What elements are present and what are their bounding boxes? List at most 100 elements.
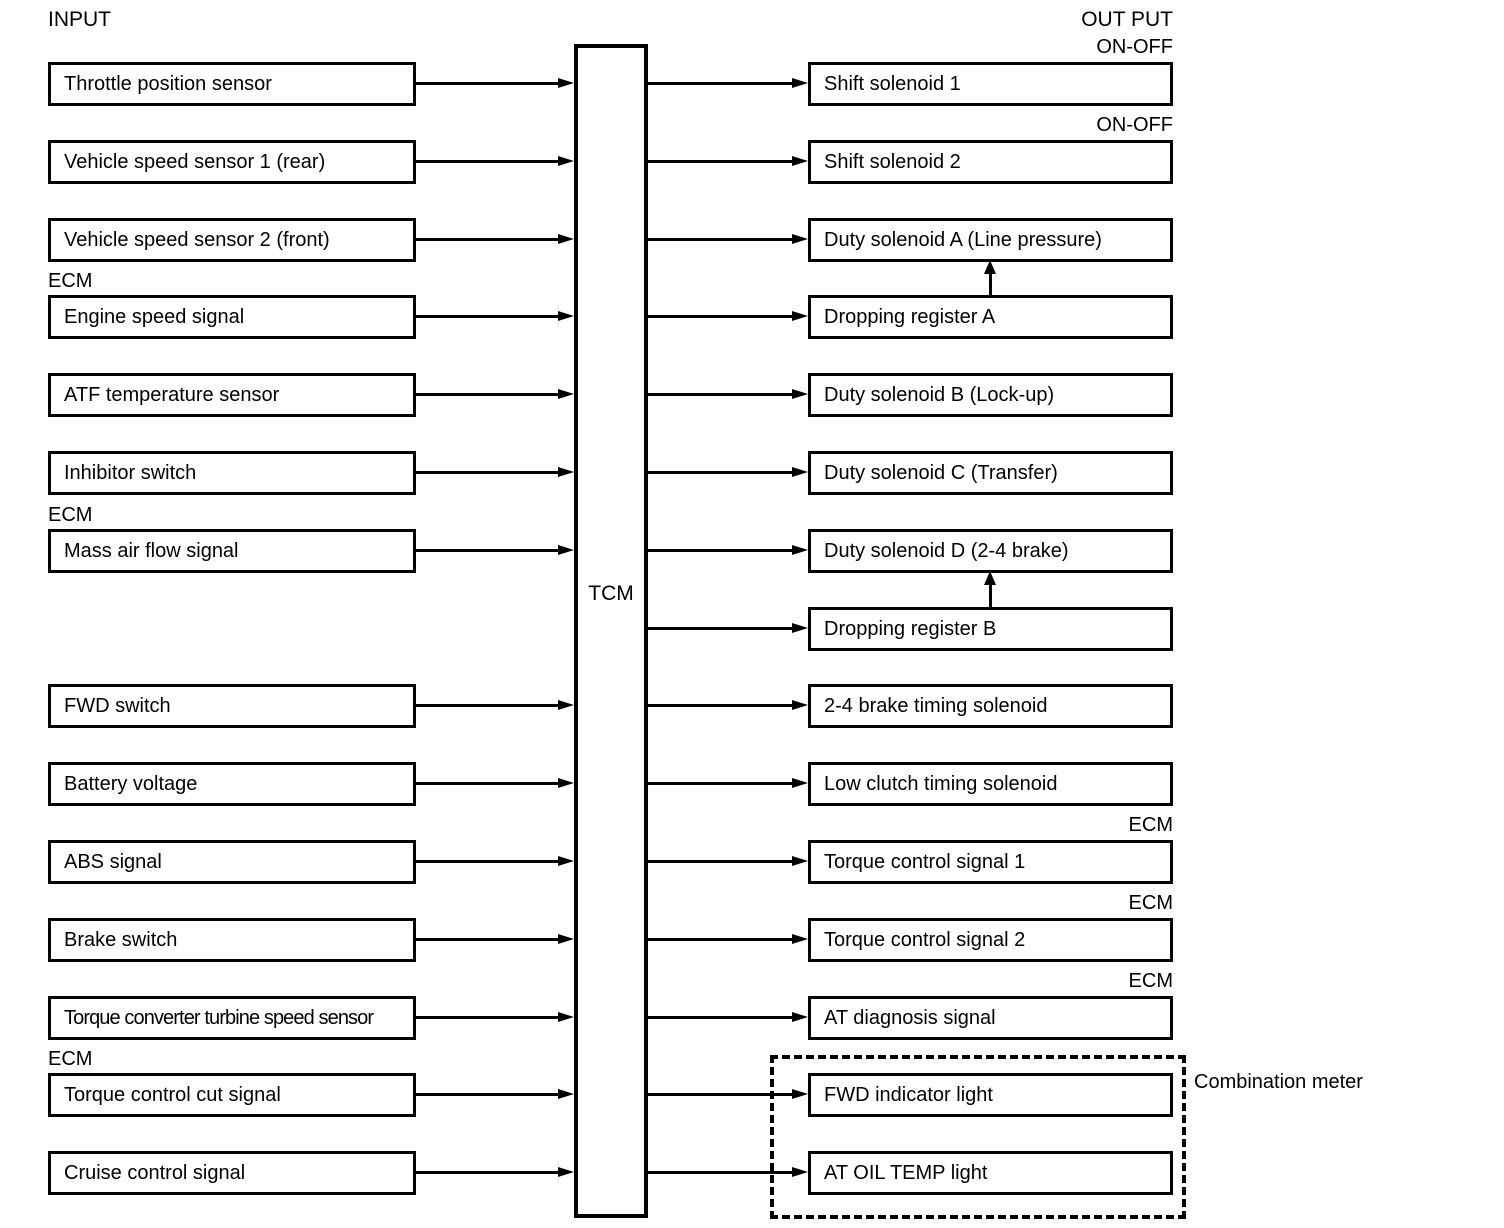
input-connector-line bbox=[416, 1093, 558, 1096]
input-box-label: FWD switch bbox=[64, 694, 171, 717]
output-arrowhead-icon bbox=[792, 234, 808, 244]
output-arrowhead-icon bbox=[792, 156, 808, 166]
output-arrowhead-icon bbox=[792, 700, 808, 710]
input-source-tag-mass-air-flow-signal: ECM bbox=[48, 504, 93, 526]
register-feed-arrowhead-icon bbox=[984, 571, 996, 585]
output-arrowhead-icon bbox=[792, 389, 808, 399]
output-box-label: FWD indicator light bbox=[824, 1083, 993, 1106]
output-connector-line bbox=[648, 549, 792, 552]
output-connector-line bbox=[648, 393, 792, 396]
input-arrowhead-icon bbox=[558, 156, 574, 166]
output-box-at-diagnosis-signal: AT diagnosis signal bbox=[808, 996, 1173, 1040]
input-arrowhead-icon bbox=[558, 311, 574, 321]
output-connector-line bbox=[648, 627, 792, 630]
output-arrowhead-icon bbox=[792, 1089, 808, 1099]
output-box-label: Torque control signal 2 bbox=[824, 928, 1026, 951]
output-box-label: Duty solenoid D (2-4 brake) bbox=[824, 539, 1069, 562]
output-arrowhead-icon bbox=[792, 78, 808, 88]
input-connector-line bbox=[416, 860, 558, 863]
input-box-torque-control-cut-signal: Torque control cut signal bbox=[48, 1073, 416, 1117]
output-box-label: 2-4 brake timing solenoid bbox=[824, 694, 1048, 717]
input-connector-line bbox=[416, 704, 558, 707]
output-box-dropping-register-a: Dropping register A bbox=[808, 295, 1173, 339]
output-connector-line bbox=[648, 160, 792, 163]
input-box-abs-signal: ABS signal bbox=[48, 840, 416, 884]
input-box-vehicle-speed-sensor-1-rear: Vehicle speed sensor 1 (rear) bbox=[48, 140, 416, 184]
output-box-label: Duty solenoid C (Transfer) bbox=[824, 461, 1058, 484]
output-connector-line bbox=[648, 782, 792, 785]
input-connector-line bbox=[416, 82, 558, 85]
output-connector-line bbox=[648, 471, 792, 474]
input-box-label: Mass air flow signal bbox=[64, 539, 239, 562]
output-box-2-4-brake-timing-solenoid: 2-4 brake timing solenoid bbox=[808, 684, 1173, 728]
input-connector-line bbox=[416, 938, 558, 941]
input-arrowhead-icon bbox=[558, 1012, 574, 1022]
output-box-torque-control-signal-2: Torque control signal 2 bbox=[808, 918, 1173, 962]
output-column-title: OUT PUT bbox=[1081, 8, 1173, 31]
input-box-cruise-control-signal: Cruise control signal bbox=[48, 1151, 416, 1195]
input-box-mass-air-flow-signal: Mass air flow signal bbox=[48, 529, 416, 573]
output-connector-line bbox=[648, 1016, 792, 1019]
input-box-label: ATF temperature sensor bbox=[64, 383, 280, 406]
input-box-label: Cruise control signal bbox=[64, 1161, 246, 1184]
output-box-label: AT OIL TEMP light bbox=[824, 1161, 988, 1184]
output-target-tag-shift-solenoid-1: ON-OFF bbox=[1096, 36, 1173, 58]
input-arrowhead-icon bbox=[558, 700, 574, 710]
output-box-label: Shift solenoid 2 bbox=[824, 150, 961, 173]
output-connector-line bbox=[648, 938, 792, 941]
input-box-label: Brake switch bbox=[64, 928, 178, 951]
output-target-tag-shift-solenoid-2: ON-OFF bbox=[1096, 114, 1173, 136]
register-feed-arrowhead-icon bbox=[984, 260, 996, 274]
output-arrowhead-icon bbox=[792, 545, 808, 555]
input-box-label: Torque control cut signal bbox=[64, 1083, 281, 1106]
input-box-inhibitor-switch: Inhibitor switch bbox=[48, 451, 416, 495]
input-box-label: Battery voltage bbox=[64, 772, 198, 795]
register-feed-line bbox=[989, 272, 992, 295]
output-connector-line bbox=[648, 82, 792, 85]
input-box-label: Torque converter turbine speed sensor bbox=[64, 1006, 374, 1029]
input-arrowhead-icon bbox=[558, 934, 574, 944]
input-box-throttle-position-sensor: Throttle position sensor bbox=[48, 62, 416, 106]
input-box-label: Inhibitor switch bbox=[64, 461, 197, 484]
input-box-label: Vehicle speed sensor 1 (rear) bbox=[64, 150, 326, 173]
input-arrowhead-icon bbox=[558, 545, 574, 555]
input-connector-line bbox=[416, 471, 558, 474]
output-target-tag-torque-control-signal-1: ECM bbox=[1128, 814, 1173, 836]
input-connector-line bbox=[416, 315, 558, 318]
input-arrowhead-icon bbox=[558, 78, 574, 88]
output-box-label: Duty solenoid A (Line pressure) bbox=[824, 228, 1102, 251]
output-box-at-oil-temp-light: AT OIL TEMP light bbox=[808, 1151, 1173, 1195]
output-connector-line bbox=[648, 1171, 792, 1174]
input-box-brake-switch: Brake switch bbox=[48, 918, 416, 962]
input-arrowhead-icon bbox=[558, 778, 574, 788]
output-box-label: Duty solenoid B (Lock-up) bbox=[824, 383, 1055, 406]
input-column-title: INPUT bbox=[48, 8, 111, 31]
input-connector-line bbox=[416, 393, 558, 396]
input-arrowhead-icon bbox=[558, 389, 574, 399]
input-arrowhead-icon bbox=[558, 1167, 574, 1177]
output-connector-line bbox=[648, 704, 792, 707]
input-arrowhead-icon bbox=[558, 467, 574, 477]
input-box-engine-speed-signal: Engine speed signal bbox=[48, 295, 416, 339]
output-connector-line bbox=[648, 238, 792, 241]
input-box-atf-temperature-sensor: ATF temperature sensor bbox=[48, 373, 416, 417]
output-box-torque-control-signal-1: Torque control signal 1 bbox=[808, 840, 1173, 884]
input-connector-line bbox=[416, 1171, 558, 1174]
input-box-label: Vehicle speed sensor 2 (front) bbox=[64, 228, 330, 251]
output-box-label: Dropping register A bbox=[824, 305, 996, 328]
output-box-label: Low clutch timing solenoid bbox=[824, 772, 1058, 795]
input-source-tag-engine-speed-signal: ECM bbox=[48, 270, 93, 292]
output-arrowhead-icon bbox=[792, 311, 808, 321]
input-box-label: Throttle position sensor bbox=[64, 72, 272, 95]
output-target-tag-at-diagnosis-signal: ECM bbox=[1128, 970, 1173, 992]
output-box-duty-solenoid-a-line-pressure: Duty solenoid A (Line pressure) bbox=[808, 218, 1173, 262]
tcm-box: TCM bbox=[574, 44, 648, 1218]
input-box-vehicle-speed-sensor-2-front: Vehicle speed sensor 2 (front) bbox=[48, 218, 416, 262]
input-connector-line bbox=[416, 160, 558, 163]
output-arrowhead-icon bbox=[792, 778, 808, 788]
input-box-label: ABS signal bbox=[64, 850, 162, 873]
output-arrowhead-icon bbox=[792, 934, 808, 944]
output-box-label: Shift solenoid 1 bbox=[824, 72, 961, 95]
output-connector-line bbox=[648, 1093, 792, 1096]
input-arrowhead-icon bbox=[558, 856, 574, 866]
